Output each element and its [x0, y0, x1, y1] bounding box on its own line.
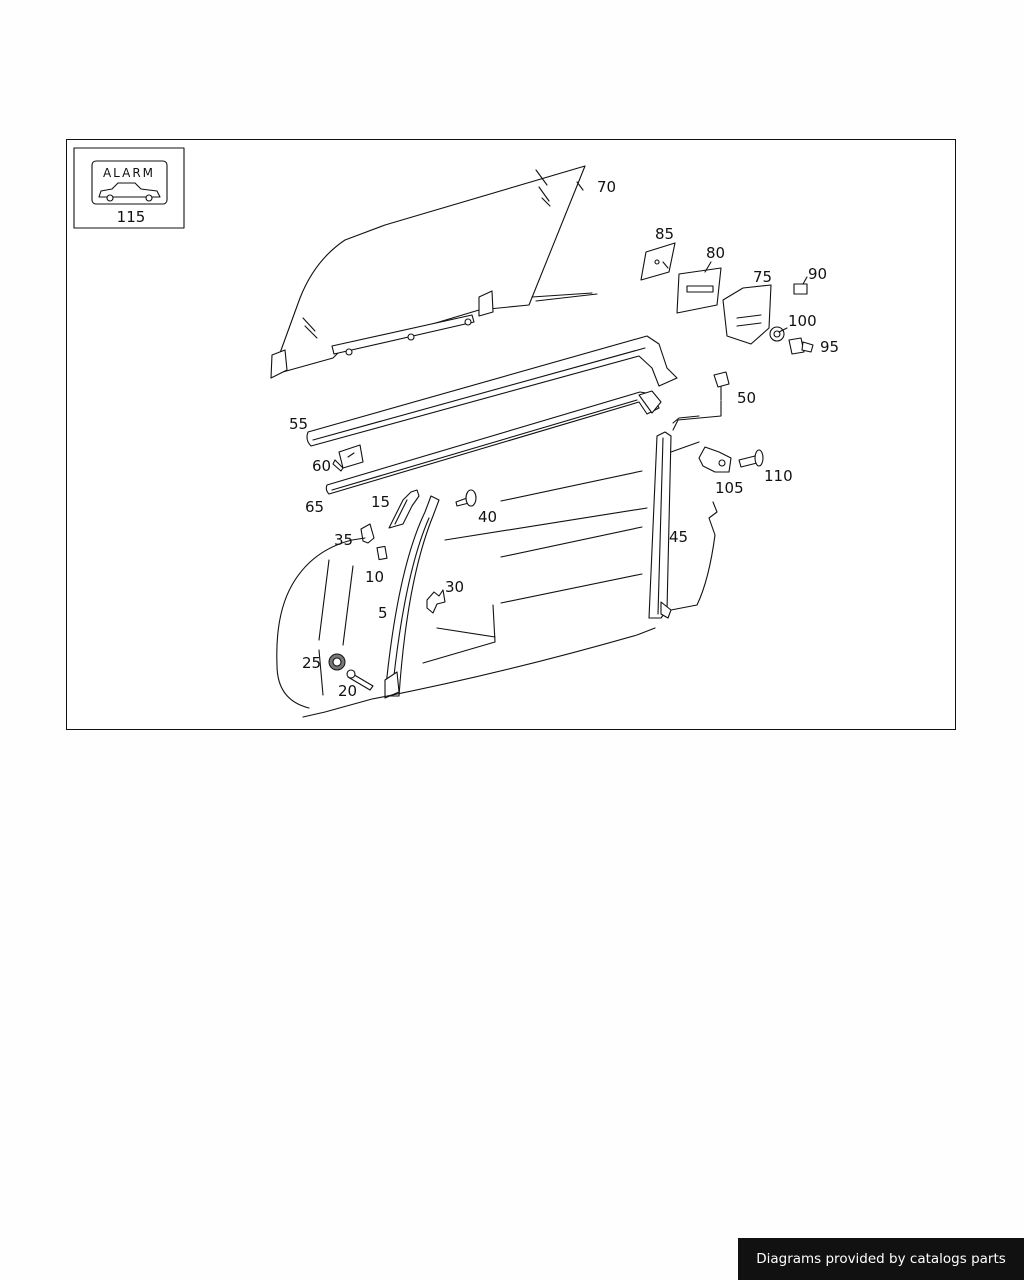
catalog-credit-footer: Diagrams provided by catalogs parts — [738, 1238, 1024, 1280]
parts-diagram-frame: ALARM 115 — [66, 139, 956, 730]
callout-40: 40 — [478, 508, 497, 526]
callout-100: 100 — [788, 312, 817, 330]
channel-bracket — [426, 589, 446, 614]
callout-20: 20 — [338, 682, 357, 700]
alarm-badge: ALARM 115 — [73, 147, 185, 229]
door-shell — [276, 400, 722, 718]
stud-bolt — [346, 669, 374, 691]
callout-55: 55 — [289, 415, 308, 433]
screw-40 — [455, 489, 477, 507]
car-icon — [98, 182, 161, 198]
callout-25: 25 — [302, 654, 321, 672]
alarm-badge-number: 115 — [117, 208, 146, 226]
callout-10: 10 — [365, 568, 384, 586]
callout-50: 50 — [737, 389, 756, 407]
callout-105: 105 — [715, 479, 744, 497]
callout-75: 75 — [753, 268, 772, 286]
window-guide-housing — [722, 284, 772, 345]
callout-15: 15 — [371, 493, 390, 511]
clip-nut — [793, 283, 808, 295]
callout-35: 35 — [334, 531, 353, 549]
callout-60: 60 — [312, 457, 331, 475]
callout-110: 110 — [764, 467, 793, 485]
callout-45: 45 — [669, 528, 688, 546]
hex-bolt — [788, 337, 814, 355]
callout-80: 80 — [706, 244, 725, 262]
outer-window-seal-strip — [306, 335, 678, 447]
small-clip — [376, 545, 388, 561]
callout-5: 5 — [378, 604, 388, 622]
retainer-clip — [360, 523, 375, 544]
upper-window-guide — [388, 489, 420, 529]
door-window-exploded-view: ALARM 115 — [73, 147, 839, 718]
window-glass — [270, 165, 598, 379]
callout-labels: 70 85 80 75 90 100 95 50 55 60 65 15 40 … — [289, 178, 839, 700]
callout-65: 65 — [305, 498, 324, 516]
callout-90: 90 — [808, 265, 827, 283]
front-window-channel — [384, 495, 440, 697]
callout-30: 30 — [445, 578, 464, 596]
rear-channel-bracket — [698, 446, 732, 473]
alarm-badge-text: ALARM — [103, 166, 155, 180]
callout-95: 95 — [820, 338, 839, 356]
callout-85: 85 — [655, 225, 674, 243]
leader-lines — [576, 181, 808, 333]
screw-110 — [738, 449, 764, 468]
mounting-bolt — [713, 371, 730, 401]
callout-70: 70 — [597, 178, 616, 196]
seal-clip — [332, 444, 364, 472]
